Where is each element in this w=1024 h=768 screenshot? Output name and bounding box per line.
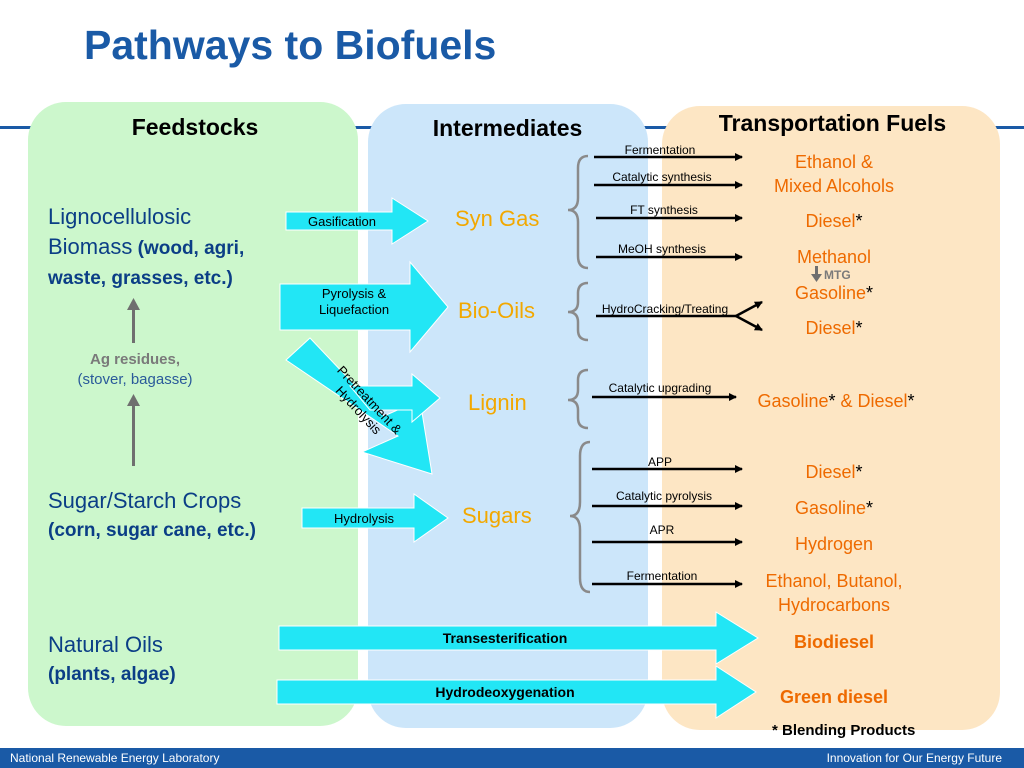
ligno-line2a: Biomass <box>48 234 133 259</box>
footer-left: National Renewable Energy Laboratory <box>10 751 220 765</box>
pyrolysis-line1: Pyrolysis & <box>321 286 387 301</box>
fermentation1-label: Fermentation <box>624 143 696 157</box>
pyrolysis-arrow <box>279 260 449 354</box>
ethanol-mixed-alcohols: Ethanol & Mixed Alcohols <box>744 150 924 198</box>
hydrogen: Hydrogen <box>794 534 874 554</box>
syngas-label: Syn Gas <box>455 206 540 231</box>
ligno-line1: Lignocellulosic <box>48 204 192 229</box>
intermediates-header: Intermediates <box>432 115 583 141</box>
pretreatment-arrow <box>285 337 433 475</box>
gasoline-text-1: Gasoline <box>794 283 867 303</box>
ag-line2: (stover, bagasse) <box>77 371 193 388</box>
lignin-branch-arrow <box>348 372 441 424</box>
feedstocks-panel <box>28 102 358 726</box>
footer-right: Innovation for Our Energy Future <box>826 751 1002 765</box>
pyrolysis-label: Pyrolysis & Liquefaction <box>296 286 412 318</box>
ebh-line2: Hydrocarbons <box>777 595 891 615</box>
footer-bar <box>0 748 1024 768</box>
hydrodeoxygenation-arrow <box>276 665 757 719</box>
natural-oils-label: Natural Oils (plants, algae) <box>48 630 268 690</box>
sugar-line2: (corn, sugar cane, etc.) <box>48 520 257 541</box>
ag-residue-up-arrow-bottom <box>127 394 140 466</box>
ligno-line3: waste, grasses, etc.) <box>48 268 233 289</box>
meoh-synthesis-label: MeOH synthesis <box>617 242 707 256</box>
biooils-brace <box>567 281 589 342</box>
hydrocracking-branch-down <box>735 314 763 332</box>
diesel-text-1: Diesel <box>805 211 856 231</box>
header-rule-end <box>985 126 1024 129</box>
diesel-text-3: Diesel <box>857 391 908 411</box>
gasoline-from-pyrolysis: Gasoline* <box>744 496 924 520</box>
blend-star-5: * <box>907 391 915 411</box>
lignin-label: Lignin <box>468 390 527 415</box>
gasoline-text-2: Gasoline <box>757 391 829 411</box>
ligno-line2b: (wood, agri, <box>132 238 245 259</box>
ag-residues-label: Ag residues, (stover, bagasse) <box>40 350 230 390</box>
ethanol-line2: Mixed Alcohols <box>773 176 895 196</box>
blend-star-6: * <box>855 462 863 482</box>
sugars-label: Sugars <box>462 503 532 528</box>
syngas-brace <box>567 154 589 270</box>
lignocellulosic-label: Lignocellulosic Biomass (wood, agri, was… <box>48 202 308 294</box>
gasoline-and-diesel: Gasoline* & Diesel* <box>738 389 934 413</box>
blending-products-note: * Blending Products <box>772 722 916 739</box>
gasoline-from-mtg: Gasoline* <box>744 281 924 305</box>
apr-label: APR <box>649 523 675 537</box>
ebh-line1: Ethanol, Butanol, <box>765 571 903 591</box>
hydrolysis-arrow <box>301 493 449 543</box>
ag-line1: Ag residues, <box>89 351 181 368</box>
header-rule-left <box>0 126 50 129</box>
ft-synthesis-label: FT synthesis <box>630 203 698 217</box>
diesel-from-app: Diesel* <box>744 460 924 484</box>
sugars-brace <box>569 440 591 594</box>
blend-star-3: * <box>855 318 863 338</box>
catalytic-synthesis-label: Catalytic synthesis <box>612 170 712 184</box>
blend-star-7: * <box>866 498 874 518</box>
header-rule-mid <box>335 126 395 129</box>
diesel-from-ft: Diesel* <box>744 209 924 233</box>
lignin-brace <box>567 368 589 430</box>
amp-text: & <box>835 391 858 411</box>
transesterification-label: Transesterification <box>442 630 568 646</box>
hydrolysis-label: Hydrolysis <box>334 511 394 526</box>
blend-star-2: * <box>866 283 874 303</box>
hydrodeoxygenation-label: Hydrodeoxygenation <box>435 684 575 700</box>
fermentation2-label: Fermentation <box>626 569 698 583</box>
gasification-label: Gasification <box>308 214 376 229</box>
diesel-from-biooil: Diesel* <box>744 316 924 340</box>
biooils-label: Bio-Oils <box>458 298 536 323</box>
hydrocracking-branch-up <box>735 300 763 318</box>
header-rule-right <box>640 126 680 129</box>
catalytic-upgrading-label: Catalytic upgrading <box>608 381 712 395</box>
mtg-down-arrow <box>811 266 822 282</box>
oils-line2: (plants, algae) <box>48 664 176 685</box>
sugar-line1: Sugar/Starch Crops <box>48 488 242 513</box>
blend-star-4: * <box>828 391 836 411</box>
page-title: Pathways to Biofuels <box>84 22 497 68</box>
hydrocracking-label: HydroCracking/Treating <box>601 302 729 316</box>
methanol: Methanol <box>796 247 872 267</box>
ethanol-butanol-hydrocarbons: Ethanol, Butanol, Hydrocarbons <box>734 569 934 617</box>
biodiesel: Biodiesel <box>793 632 875 652</box>
diesel-text-2: Diesel <box>805 318 856 338</box>
sugar-starch-label: Sugar/Starch Crops (corn, sugar cane, et… <box>48 486 328 546</box>
app-label: APP <box>647 455 672 469</box>
mtg-label: MTG <box>824 268 851 282</box>
gasoline-text-3: Gasoline <box>794 498 867 518</box>
fuels-header: Transportation Fuels <box>718 110 947 136</box>
diesel-text-4: Diesel <box>805 462 856 482</box>
ag-residue-up-arrow-top <box>127 298 140 343</box>
ligno-line2: Biomass (wood, agri, <box>48 232 308 264</box>
transesterification-arrow <box>278 611 759 665</box>
oils-line1: Natural Oils <box>48 632 163 657</box>
green-diesel: Green diesel <box>779 687 889 707</box>
catalytic-pyrolysis-label: Catalytic pyrolysis <box>615 489 713 503</box>
feedstocks-header: Feedstocks <box>131 114 259 140</box>
ethanol-line1: Ethanol & <box>794 152 874 172</box>
gasification-arrow <box>285 197 429 245</box>
pyrolysis-line2: Liquefaction <box>318 302 390 317</box>
blend-star-1: * <box>855 211 863 231</box>
